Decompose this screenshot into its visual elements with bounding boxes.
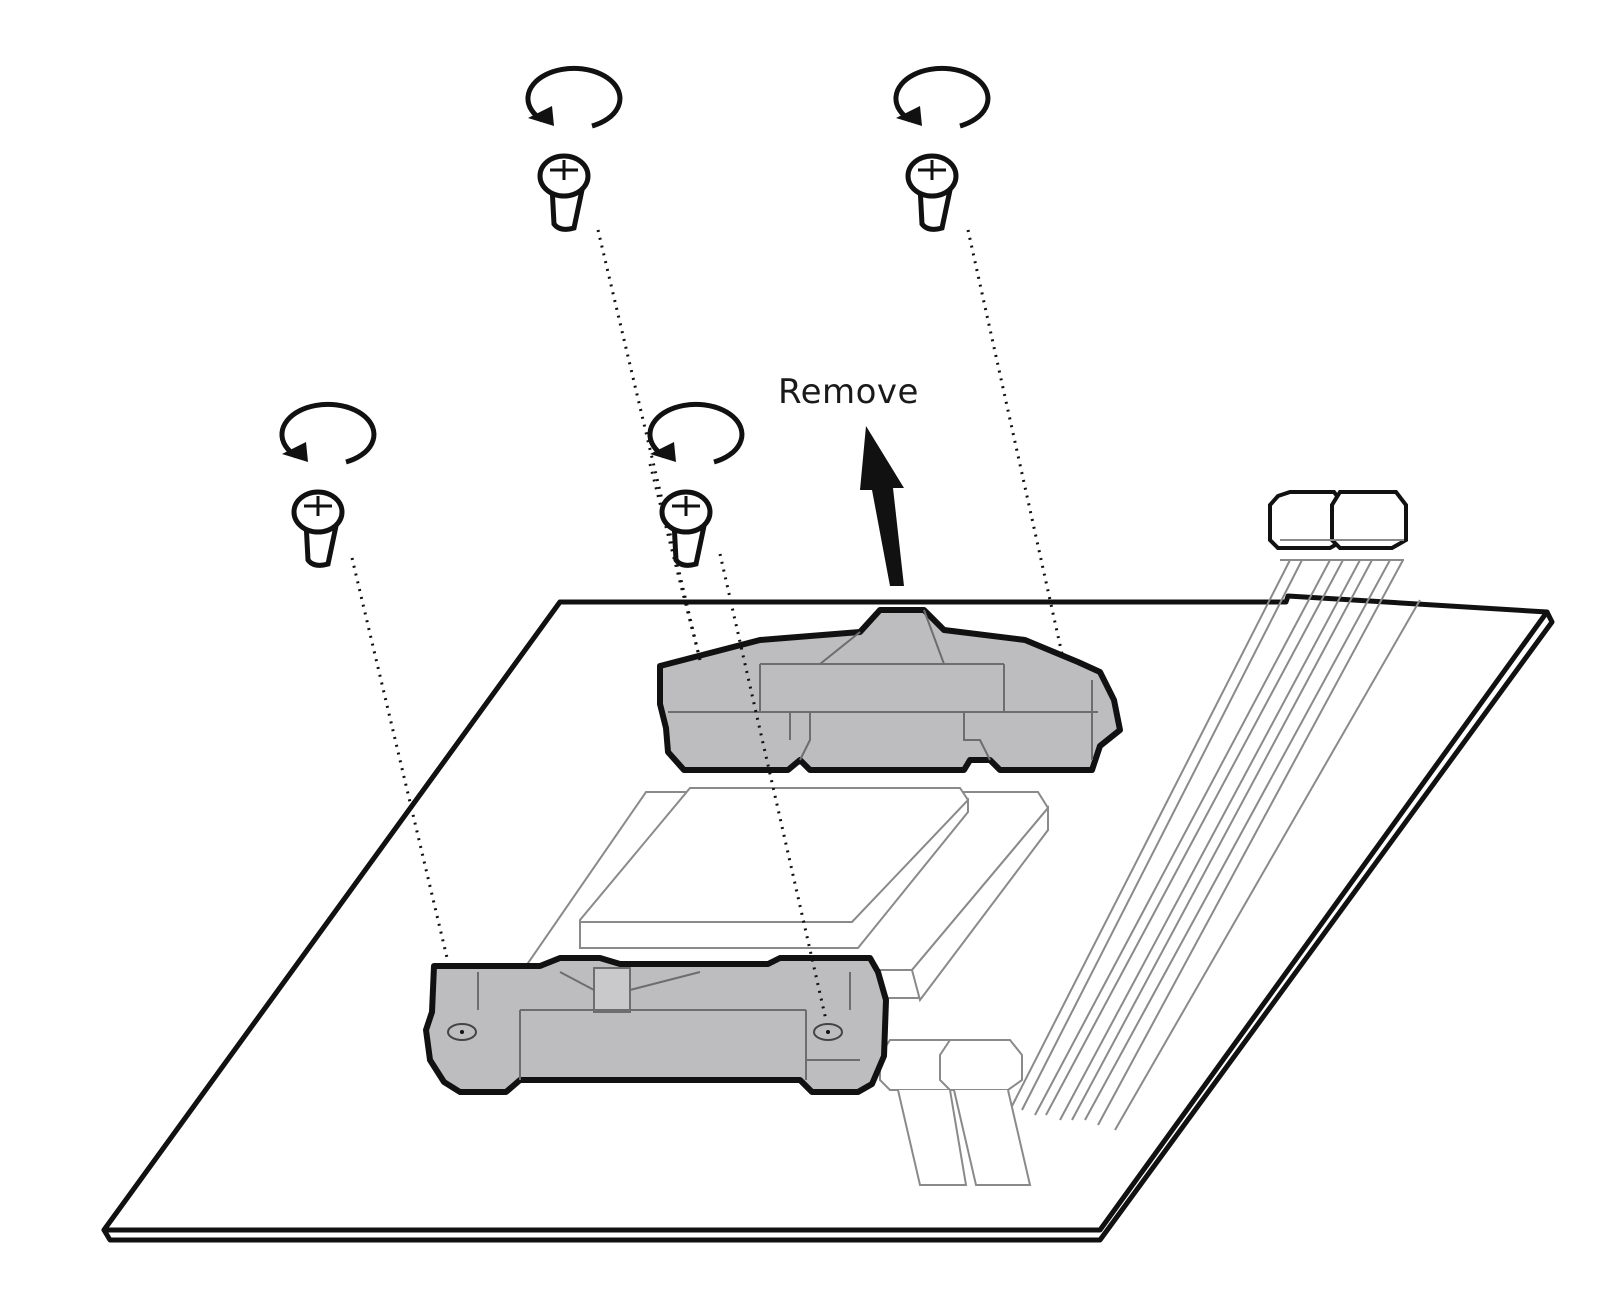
guide-line-mid-center-b bbox=[648, 463, 702, 661]
screw-mid-left bbox=[279, 401, 377, 568]
screw-hole-left bbox=[447, 1023, 477, 1041]
memory-latch-bottom-right bbox=[939, 1039, 1023, 1091]
screw-top-left bbox=[525, 65, 623, 232]
screw-mid-center bbox=[647, 401, 745, 568]
retention-bracket-bottom bbox=[423, 955, 889, 1095]
rotation-arrow-icon bbox=[525, 65, 623, 129]
screw-icon bbox=[537, 153, 591, 232]
remove-arrow bbox=[860, 426, 904, 586]
retention-bracket-top bbox=[657, 607, 1123, 773]
memory-slots bbox=[879, 490, 1421, 1186]
guide-line-top-right bbox=[966, 229, 1064, 655]
screw-top-right bbox=[893, 65, 991, 232]
screw-icon bbox=[905, 153, 959, 232]
remove-label: Remove bbox=[778, 372, 919, 412]
guide-lines bbox=[350, 229, 1064, 1021]
guide-line-top-left bbox=[596, 229, 702, 661]
screw-icon bbox=[291, 489, 345, 568]
memory-latch-top-right bbox=[1330, 490, 1408, 550]
rotation-arrow-icon bbox=[647, 401, 745, 465]
screw-hole-right bbox=[813, 1023, 843, 1041]
rotation-arrow-icon bbox=[279, 401, 377, 465]
screw-icon bbox=[659, 489, 713, 568]
rotation-arrow-icon bbox=[893, 65, 991, 129]
